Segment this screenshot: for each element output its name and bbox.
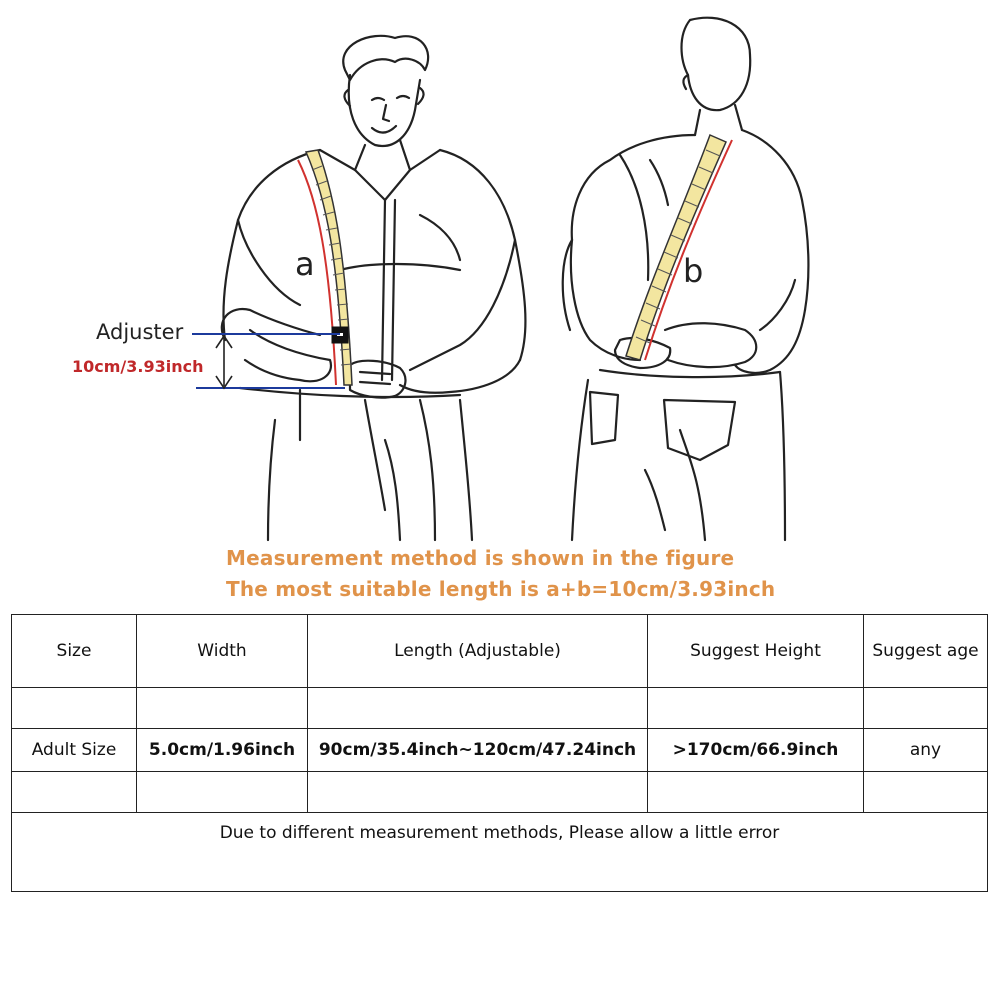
table-row-blank xyxy=(11,771,988,813)
cell-size: Adult Size xyxy=(11,728,137,772)
measurement-guides xyxy=(192,333,345,390)
front-strap-label-a: a xyxy=(295,245,315,283)
cell-suggest-height: >170cm/66.9inch xyxy=(647,728,864,772)
back-figure xyxy=(561,16,810,542)
cell-length: 90cm/35.4inch~120cm/47.24inch xyxy=(307,728,648,772)
suspender-measurement-figure xyxy=(192,16,810,542)
adjuster-measurement-label: 10cm/3.93inch xyxy=(72,357,204,376)
cell-suggest-age: any xyxy=(863,728,988,772)
adjuster-label: Adjuster xyxy=(96,320,184,344)
table-row-blank xyxy=(11,687,988,729)
back-strap xyxy=(625,133,733,361)
front-figure xyxy=(220,34,527,542)
table-row: Adult Size 5.0cm/1.96inch 90cm/35.4inch~… xyxy=(11,728,988,772)
table-header-row: Size Width Length (Adjustable) Suggest H… xyxy=(11,614,988,688)
header-suggest-age: Suggest age xyxy=(863,614,988,688)
caption-measurement-method: Measurement method is shown in the figur… xyxy=(226,546,735,570)
caption-suitable-length: The most suitable length is a+b=10cm/3.9… xyxy=(226,577,776,601)
table-note-row: Due to different measurement methods, Pl… xyxy=(11,812,988,892)
size-table: Size Width Length (Adjustable) Suggest H… xyxy=(11,614,988,892)
header-suggest-height: Suggest Height xyxy=(647,614,864,688)
header-length: Length (Adjustable) xyxy=(307,614,648,688)
header-width: Width xyxy=(136,614,308,688)
cell-width: 5.0cm/1.96inch xyxy=(136,728,308,772)
header-size: Size xyxy=(11,614,137,688)
back-strap-label-b: b xyxy=(683,252,704,290)
table-note: Due to different measurement methods, Pl… xyxy=(11,812,988,892)
